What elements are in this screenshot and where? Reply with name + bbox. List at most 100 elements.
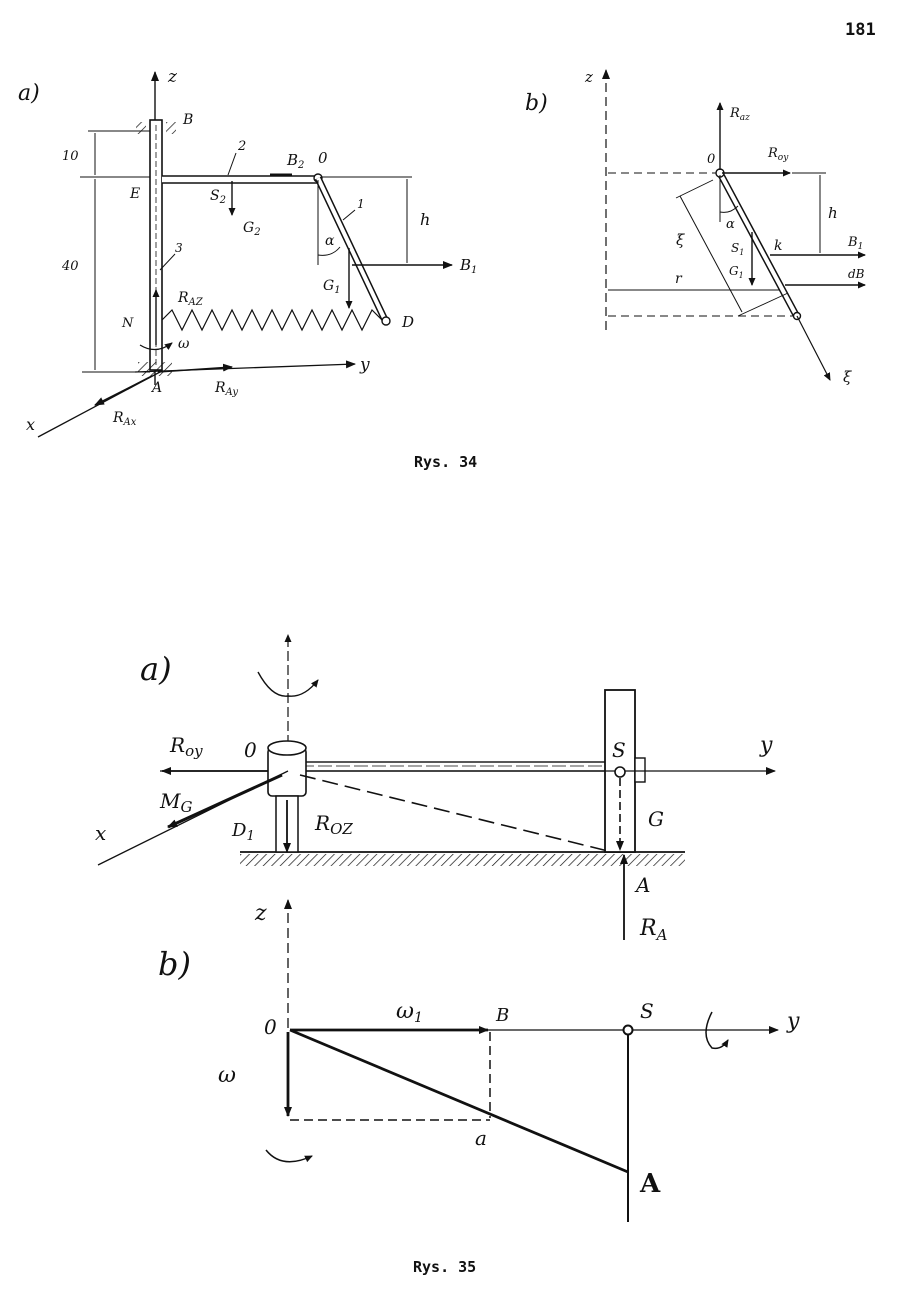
fig34b-xi-ext-top	[675, 179, 714, 199]
fig34b-label-r: r	[675, 271, 683, 287]
fig35a-label-RA: RA	[639, 916, 668, 944]
fig35b-label-a: a	[475, 1126, 487, 1150]
fig35a-label-Roy: Roy	[169, 733, 203, 760]
fig35b-point-S	[622, 1024, 634, 1036]
fig35-caption: Rys. 35	[413, 1258, 476, 1276]
fig35a-label-S: S	[612, 738, 626, 762]
fig34a-label-N: N	[121, 316, 134, 331]
fig35a-rotation-arrow	[257, 671, 319, 697]
fig34a-label-B: B	[182, 112, 193, 128]
fig35b-label-O: 0	[264, 1015, 277, 1039]
fig34b-label-O: 0	[707, 152, 715, 167]
fig34a-label-omega: ω	[178, 336, 190, 352]
fig35b-rotation-arrow-z	[265, 1149, 313, 1163]
fig34a-label-A: A	[150, 380, 162, 396]
fig35b-label-z: z	[254, 901, 267, 926]
fig34a-label-h: h	[420, 210, 430, 229]
fig34a-label-S2: S2	[210, 188, 226, 206]
fig34a-force-RAx	[94, 375, 153, 406]
fig34a-dim-40-label: 40	[61, 259, 79, 274]
fig34a-leader-rod2	[227, 152, 237, 176]
fig34a-dim-10-label: 10	[62, 149, 79, 164]
fig35a-label-D1: D1	[231, 820, 255, 844]
fig34a-label-B2: B2	[286, 151, 304, 171]
fig34b-label-k: k	[774, 238, 782, 254]
fig35a-joint-top	[267, 740, 307, 756]
fig35b-label-omega1: ω1	[396, 999, 423, 1026]
fig34a-rod-1-inner	[316, 177, 387, 321]
fig34b-panel-label: b)	[525, 91, 548, 116]
fig35a-point-S	[614, 766, 626, 778]
fig35b-rotation-arrow-y	[705, 1011, 729, 1050]
fig34b-xi-ext-bot	[737, 292, 789, 317]
fig34a-bearing-B-right	[166, 122, 176, 134]
fig34a-rotation-omega	[139, 342, 173, 351]
fig35a-label-y: y	[759, 733, 773, 758]
fig34a-label-rod3: 3	[175, 241, 183, 255]
fig34b-rod-inner	[718, 172, 798, 316]
fig35a-dashed-OA	[299, 774, 613, 853]
fig34a-y-label: y	[359, 355, 370, 375]
fig34a-label-RAx: RAx	[112, 410, 137, 428]
fig34a-leader-rod1	[342, 209, 356, 221]
page-number: 181	[845, 20, 876, 40]
fig34a-angle-arc	[317, 246, 341, 256]
fig34a-label-O: 0	[318, 149, 328, 167]
fig34a-arm-2	[162, 175, 319, 184]
fig35a-label-x: x	[95, 821, 106, 845]
fig34a-force-RAy	[157, 363, 233, 373]
fig34a-leader-rod3	[159, 253, 176, 271]
fig34a-label-alpha: α	[325, 233, 335, 249]
fig35a-panel-label: a)	[140, 650, 172, 688]
fig34a-label-RAZ: RAZ	[177, 290, 204, 308]
fig35b-label-omega: ω	[218, 1063, 236, 1088]
fig34b-z-label: z	[584, 68, 593, 86]
fig34b-xi-dim	[679, 195, 743, 313]
fig35-b: b) z 0 y ω1 B ω a S A	[158, 899, 800, 1222]
fig35a-label-Roz: ROZ	[314, 811, 353, 838]
fig34a-label-E: E	[129, 186, 140, 202]
fig35a-disc-hub	[634, 757, 646, 783]
fig34b-label-Roy: Roy	[767, 146, 789, 163]
fig34a-spring	[161, 308, 383, 332]
fig35b-line-OA	[289, 1028, 629, 1174]
fig35b-label-B: B	[495, 1005, 509, 1026]
fig34b-label-Raz: Raz	[729, 106, 750, 123]
fig34b-xi-axis	[796, 315, 831, 381]
fig34b-label-xi: ξ	[676, 231, 685, 249]
fig34b-angle-arc	[719, 205, 739, 213]
fig34a-label-G2: G2	[243, 220, 261, 238]
fig35b-label-S: S	[640, 999, 654, 1023]
fig34a-x-label: x	[26, 415, 35, 434]
fig34a-joint-D	[381, 316, 391, 326]
fig34-a: a) z y x B A 2 B2 0 E 10 40	[18, 67, 477, 438]
fig34a-panel-label: a)	[18, 81, 40, 106]
fig35b-label-A: A	[639, 1169, 661, 1199]
fig35b-panel-label: b)	[158, 945, 191, 983]
fig34-b: b) z 0 ξ Raz Roy h B1 k dB r	[525, 68, 866, 386]
fig34b-label-alpha: α	[726, 217, 735, 232]
fig35a-ground-hatch	[240, 854, 685, 866]
fig34a-label-RAy: RAy	[214, 380, 238, 398]
fig34-caption: Rys. 34	[414, 453, 477, 471]
fig35-a: a) y Roy 0 D1 ROZ x MG	[95, 634, 776, 944]
fig34a-label-G1: G1	[323, 278, 341, 296]
fig35a-bar	[299, 761, 611, 772]
fig35a-label-O: 0	[244, 738, 257, 762]
fig35a-label-MG: MG	[159, 789, 192, 816]
fig35a-label-A: A	[634, 873, 650, 897]
fig34a-label-rod2: 2	[237, 139, 246, 154]
fig34a-support-A	[138, 362, 172, 376]
fig35a-label-G: G	[648, 807, 664, 831]
fig34a-label-rod1: 1	[357, 197, 365, 211]
fig34b-label-S1: S1	[731, 241, 744, 257]
fig34b-label-h: h	[828, 204, 838, 222]
fig34b-label-G1: G1	[729, 264, 744, 280]
fig34b-label-B1: B1	[847, 235, 863, 252]
fig34b-label-xi-axis: ξ	[843, 368, 852, 386]
fig35a-moment-MG	[167, 773, 283, 829]
fig35b-label-y: y	[786, 1009, 800, 1034]
fig34a-label-D: D	[401, 313, 414, 331]
